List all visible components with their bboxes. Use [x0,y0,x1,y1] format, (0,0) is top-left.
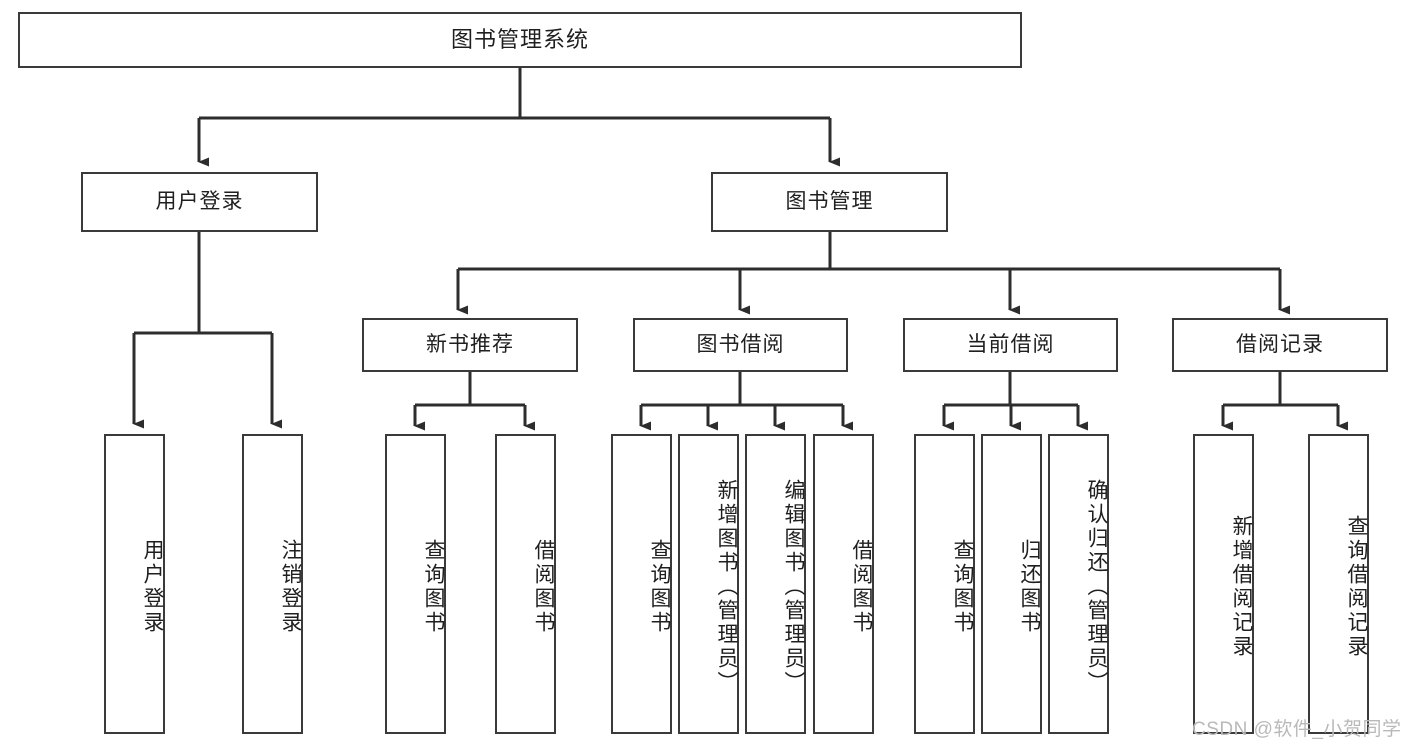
node-label: 确认归还（管理员） [1085,479,1108,695]
node-book-management[interactable]: 图书管理 [711,172,948,232]
node-label: 查询图书 [951,539,974,635]
leaf-borrow-record-query[interactable]: 查询借阅记录 [1308,434,1369,734]
leaf-new-book-borrow[interactable]: 借阅图书 [495,434,556,734]
node-label: 归还图书 [1018,539,1041,635]
node-label: 查询图书 [422,539,445,635]
node-book-borrow[interactable]: 图书借阅 [633,318,848,372]
node-label: 编辑图书（管理员） [782,479,805,695]
node-new-book-recommend[interactable]: 新书推荐 [362,318,578,372]
node-label: 查询借阅记录 [1345,515,1368,659]
leaf-current-borrow-confirm-return[interactable]: 确认归还（管理员） [1048,434,1109,734]
node-label: 新增图书（管理员） [715,479,738,695]
node-label: 用户登录 [141,539,164,635]
node-label: 当前借阅 [966,333,1055,357]
leaf-book-borrow-edit[interactable]: 编辑图书（管理员） [745,434,806,734]
node-label: 注销登录 [279,539,302,635]
node-label: 用户登录 [155,190,244,214]
watermark: CSDN @软件_小贺同学 [1192,719,1402,740]
node-borrow-record[interactable]: 借阅记录 [1172,318,1388,372]
leaf-book-borrow-query[interactable]: 查询图书 [611,434,672,734]
leaf-user-login-logout[interactable]: 注销登录 [242,434,303,734]
leaf-current-borrow-return[interactable]: 归还图书 [981,434,1042,734]
node-user-login[interactable]: 用户登录 [81,172,318,232]
node-current-borrow[interactable]: 当前借阅 [903,318,1118,372]
node-label: 图书管理系统 [450,26,589,52]
node-label: 查询图书 [648,539,671,635]
leaf-new-book-query[interactable]: 查询图书 [385,434,446,734]
node-label: 新书推荐 [426,333,514,357]
node-label: 借阅图书 [850,539,873,635]
node-root-system[interactable]: 图书管理系统 [18,12,1022,68]
node-label: 新增借阅记录 [1230,515,1253,659]
leaf-user-login-login[interactable]: 用户登录 [104,434,165,734]
leaf-book-borrow-borrow[interactable]: 借阅图书 [813,434,874,734]
leaf-current-borrow-query[interactable]: 查询图书 [914,434,975,734]
node-label: 借阅记录 [1236,333,1324,357]
leaf-borrow-record-add[interactable]: 新增借阅记录 [1193,434,1254,734]
leaf-book-borrow-add[interactable]: 新增图书（管理员） [678,434,739,734]
node-label: 图书管理 [785,190,874,214]
node-label: 借阅图书 [532,539,555,635]
node-label: 图书借阅 [696,333,785,357]
